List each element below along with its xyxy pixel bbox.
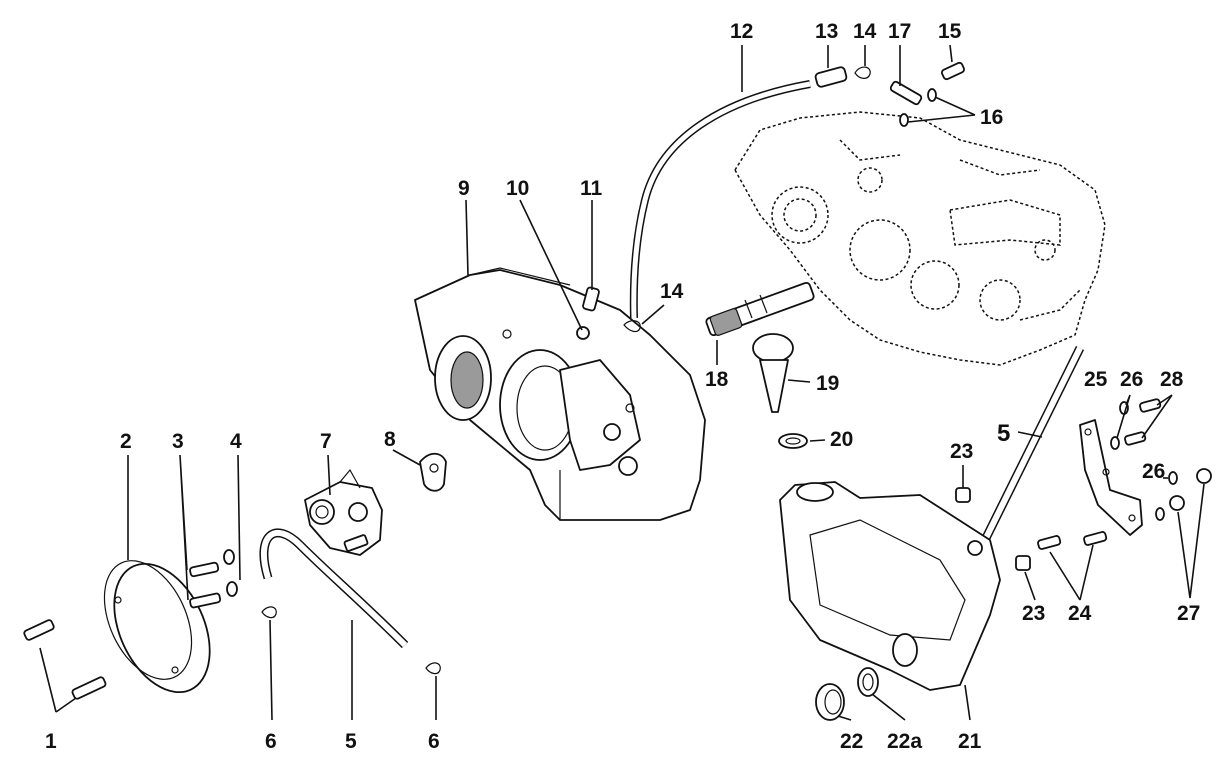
part-8-gasket: [419, 452, 447, 492]
label-part-26-right: 26: [1142, 460, 1165, 483]
part-12-breather-hose: [629, 80, 811, 319]
part-25-bracket: [1079, 419, 1143, 536]
label-part-1: 1: [45, 730, 57, 753]
part-21-oil-tank: [779, 481, 1001, 691]
part-13-tube: [814, 66, 848, 88]
label-part-23-top: 23: [950, 440, 973, 463]
part-18-shaft: [705, 281, 815, 337]
part-27-28-fasteners: [1124, 398, 1212, 511]
label-part-7: 7: [320, 430, 332, 453]
label-part-5-bottom: 5: [345, 730, 357, 753]
part-7-oil-pump: [304, 468, 383, 556]
label-part-6-left: 6: [265, 730, 277, 753]
part-14-clips: [623, 66, 871, 333]
label-part-27: 27: [1177, 602, 1200, 625]
part-9-crankcase-cover: [414, 267, 706, 521]
label-part-6-right: 6: [428, 730, 440, 753]
part-20-o-ring: [778, 433, 808, 449]
part-19-dipstick: [752, 333, 794, 413]
label-part-15: 15: [938, 20, 962, 43]
label-part-23-bottom: 23: [1022, 602, 1045, 625]
label-part-26-top: 26: [1120, 368, 1143, 391]
label-part-21: 21: [958, 730, 982, 753]
part-22-drain-plug: [815, 667, 879, 721]
label-part-20: 20: [830, 428, 853, 451]
label-part-10: 10: [506, 177, 529, 200]
label-part-22a: 22a: [887, 730, 922, 753]
label-part-14-mid: 14: [660, 280, 684, 303]
engine-block-outline: [734, 111, 1106, 366]
label-part-19: 19: [816, 372, 839, 395]
part-1-screws: [23, 619, 107, 700]
label-part-8: 8: [384, 428, 396, 451]
part-6-clips: [261, 606, 441, 675]
label-part-13: 13: [815, 20, 838, 43]
part-3-screws: [189, 561, 222, 609]
label-part-17: 17: [888, 20, 911, 43]
label-part-25: 25: [1084, 368, 1108, 391]
label-part-22: 22: [840, 730, 863, 753]
leader-lines: [39, 44, 1205, 721]
part-4-washers: [223, 549, 238, 597]
part-labels: 1 2 3 4 7 8 9 10 11 12 13 14 17 15 16 14…: [45, 20, 1200, 753]
part-23-plugs: [955, 487, 1031, 571]
label-part-2: 2: [120, 430, 132, 453]
part-15-16-17-fittings: [889, 61, 965, 127]
label-part-12: 12: [730, 20, 753, 43]
part-2-round-cover: [103, 560, 211, 694]
label-part-5-right: 5: [997, 420, 1010, 447]
label-part-24: 24: [1068, 602, 1092, 625]
label-part-16: 16: [980, 106, 1003, 129]
label-part-14-top: 14: [853, 20, 877, 43]
part-24-bolts: [1037, 531, 1108, 550]
label-part-28: 28: [1160, 368, 1184, 391]
label-part-9: 9: [458, 177, 470, 200]
part-10-11-fasteners: [576, 286, 600, 340]
label-part-4: 4: [230, 430, 242, 453]
part-5-hose-right: [980, 346, 1085, 542]
label-part-3: 3: [172, 430, 184, 453]
label-part-11: 11: [580, 177, 603, 200]
label-part-18: 18: [705, 368, 729, 391]
part-5-hose: [259, 528, 409, 649]
